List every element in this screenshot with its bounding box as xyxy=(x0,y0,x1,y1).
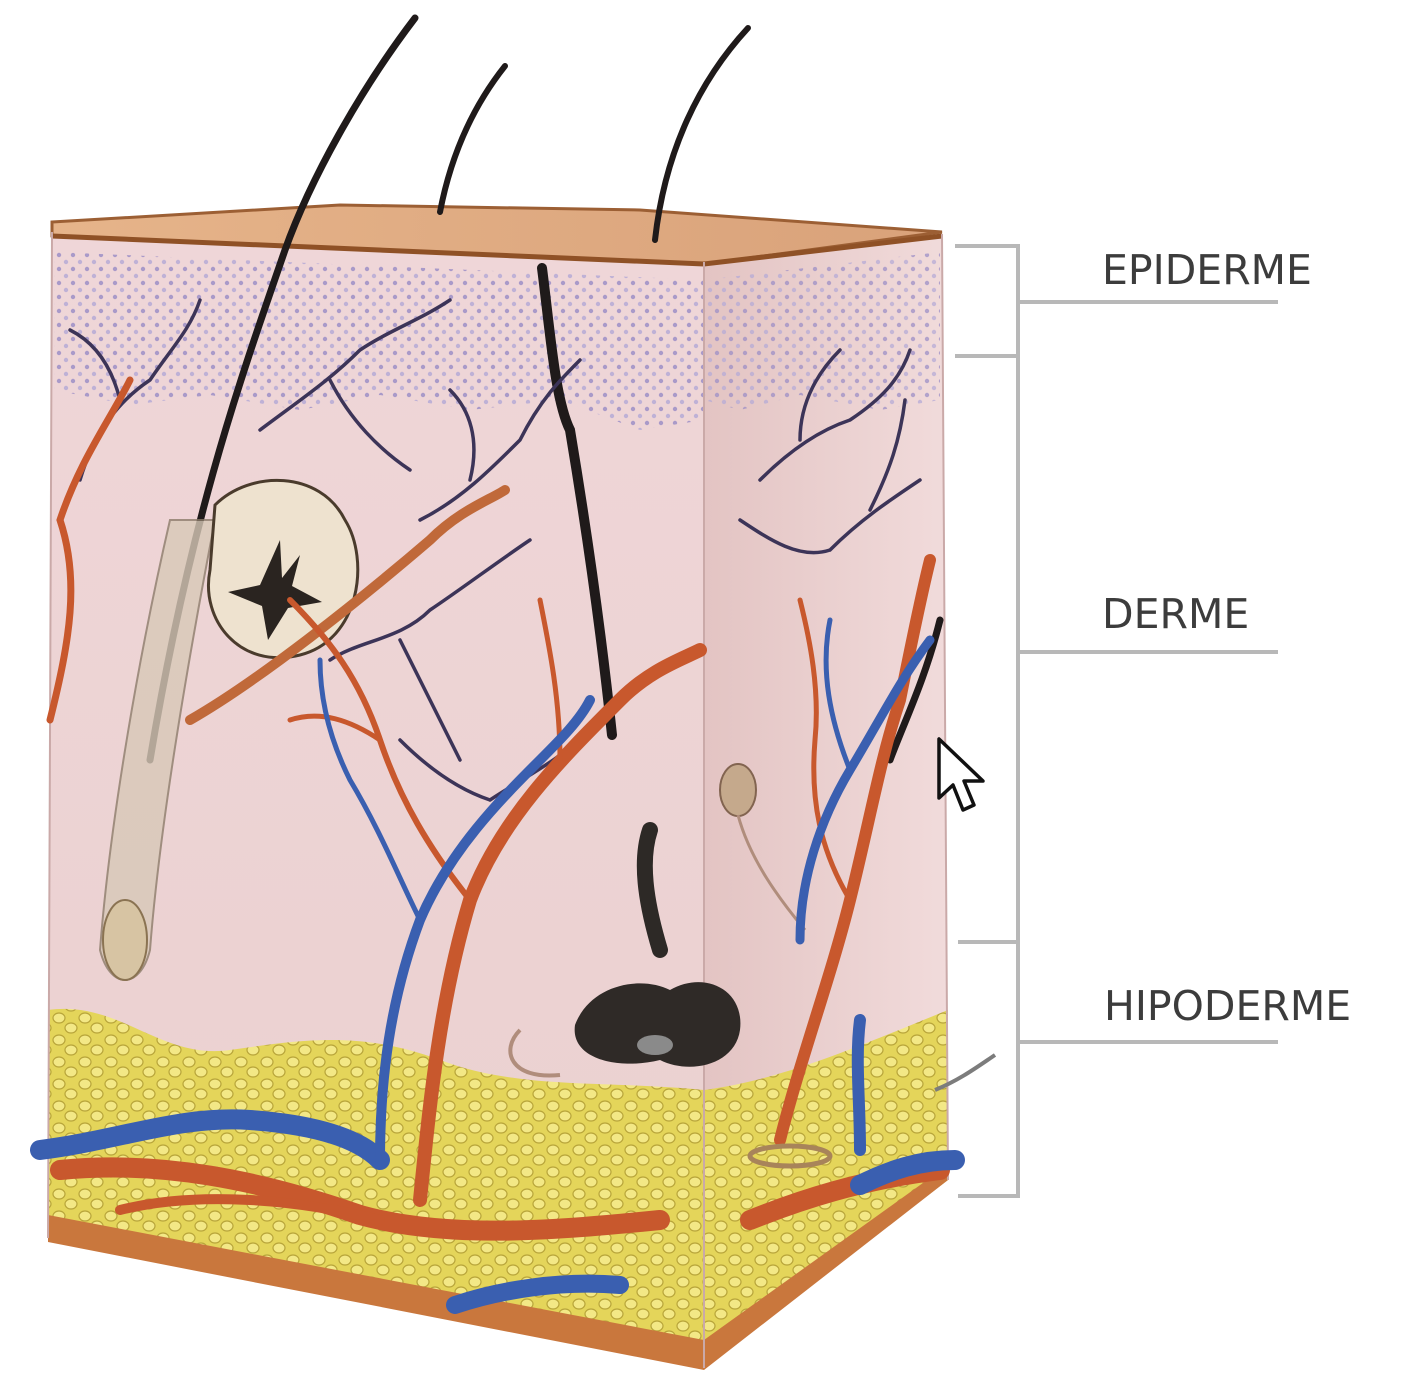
epiderme-label: EPIDERME xyxy=(1102,246,1312,294)
layer-brackets xyxy=(955,246,1278,1196)
hipoderme-bracket xyxy=(958,942,1018,1196)
epiderme-bracket xyxy=(955,246,1018,356)
derme-label: DERME xyxy=(1102,590,1249,638)
hipoderme-label: HIPODERME xyxy=(1104,982,1351,1030)
derme-bracket xyxy=(958,356,1018,942)
mouse-cursor-icon xyxy=(936,736,988,816)
sensory-corpuscle xyxy=(720,764,756,816)
sebaceous-gland xyxy=(208,480,357,657)
